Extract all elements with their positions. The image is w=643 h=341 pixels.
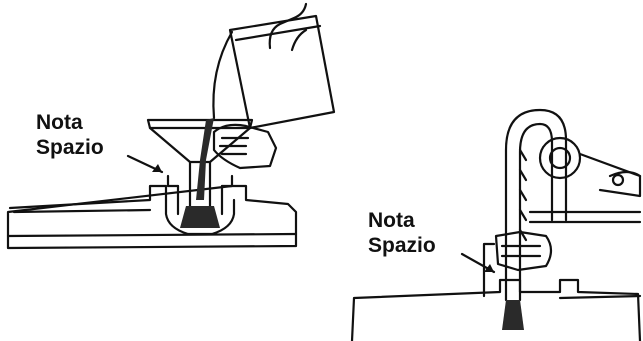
tank-housing [8, 186, 296, 248]
siphon-illustration [345, 0, 643, 341]
note-space-label-left: Nota Spazio [36, 110, 104, 160]
pouring-illustration [0, 0, 345, 341]
pouring-drawing [0, 0, 345, 341]
liquid-in-neck [502, 300, 524, 330]
hand-on-pitcher [270, 4, 306, 50]
pump [540, 138, 640, 196]
note-space-label-right: Nota Spazio [368, 208, 436, 258]
siphon-drawing [345, 0, 643, 341]
liquid-level [180, 206, 220, 228]
pitcher [213, 16, 334, 128]
